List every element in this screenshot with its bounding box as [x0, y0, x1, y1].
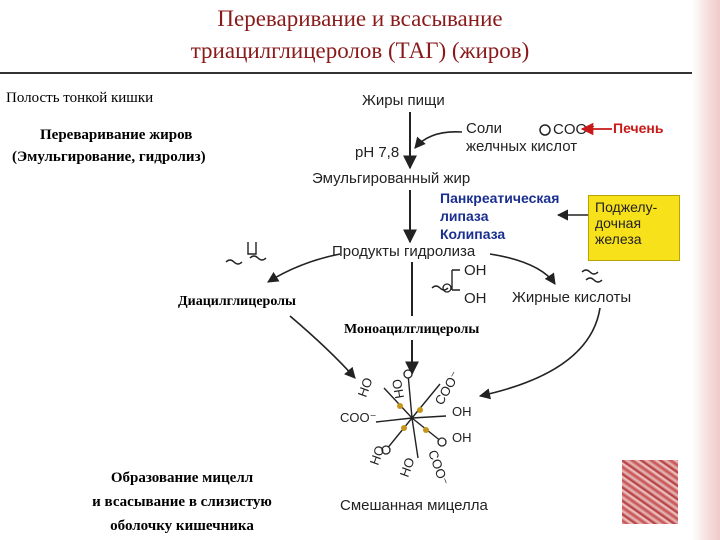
- micelle-label-line1: Образование мицелл: [110, 470, 254, 486]
- ph-label: pH 7,8: [355, 144, 400, 161]
- pancreatic-lipase-label-line2: липаза: [440, 208, 489, 224]
- monoacylglycerol-label: Моноацилглицеролы: [344, 322, 480, 337]
- fatty-acids-label: Жирные кислоты: [512, 289, 632, 306]
- intestinal-mucosa-image: [622, 460, 678, 524]
- mixed-micelle-label: Смешанная мицелла: [340, 497, 488, 514]
- arrow-bile-to-emulsion: [414, 131, 463, 149]
- micelle-label-line3: оболочку кишечника: [110, 518, 254, 534]
- mixed-micelle-icon: [375, 369, 447, 459]
- monoacylglycerol-structure-icon: [431, 269, 460, 291]
- micelle-oh-2: OH: [452, 404, 472, 419]
- micelle-coo-3: COO⁻: [425, 448, 452, 487]
- fatty-acid-structure-icon: [581, 269, 603, 283]
- micelle-label-line2: и всасывание в слизистую: [92, 494, 272, 510]
- diacylglycerol-label: Диацилглицеролы: [178, 294, 296, 309]
- cavity-label: Полость тонкой кишки: [6, 90, 154, 106]
- bile-salts-label-line2: желчных кислот: [466, 138, 578, 155]
- monoacylglycerol-oh-bottom: OH: [464, 290, 487, 307]
- bile-salts-label-line1: Соли: [466, 120, 502, 137]
- pancreas-label-line1: Поджелу-: [595, 199, 658, 215]
- pancreas-label-line2: дочная: [595, 215, 642, 231]
- arrow-to-fatty-acids: [489, 253, 556, 285]
- liver-label: Печень: [613, 120, 664, 136]
- bile-ring-icon: [539, 124, 551, 136]
- decorative-side-stripe: [692, 0, 720, 540]
- diacylglycerol-structure-icon: [225, 242, 267, 265]
- arrow-diacyl-to-micelle: [289, 315, 356, 379]
- micelle-oh-3: OH: [452, 430, 472, 445]
- title-divider: [0, 72, 692, 74]
- emulsified-fat-label: Эмульгированный жир: [312, 170, 471, 187]
- monoacylglycerol-oh-top: OH: [464, 262, 487, 279]
- monoacylglycerol-ring-icon: [442, 283, 452, 293]
- micelle-ho-3: HO: [397, 456, 418, 479]
- micelle-ho-2: HO: [367, 444, 388, 467]
- slide-title-line2: триацилглицеролов (ТАГ) (жиров): [190, 38, 530, 63]
- micelle-oh-1: OH: [389, 378, 407, 400]
- micelle-coo-2: COO⁻: [340, 410, 376, 425]
- hydrolysis-products-label: Продукты гидролиза: [332, 243, 476, 260]
- pancreatic-lipase-label-line1: Панкреатическая: [440, 190, 560, 206]
- digestion-label-line2: (Эмульгирование, гидролиз): [12, 149, 206, 165]
- digestion-label-line1: Переваривание жиров: [40, 127, 193, 143]
- slide-title-line1: Переваривание и всасывание: [217, 6, 503, 31]
- pancreas-box: Поджелу- дочная железа: [588, 195, 680, 261]
- food-fats-label: Жиры пищи: [362, 92, 445, 109]
- arrow-fatty-acids-to-micelle: [478, 307, 601, 400]
- colipase-label: Колипаза: [440, 226, 506, 242]
- pancreas-label-line3: железа: [595, 231, 642, 247]
- micelle-ho-1: HO: [355, 376, 376, 399]
- arrow-to-diacylglycerol: [267, 253, 341, 283]
